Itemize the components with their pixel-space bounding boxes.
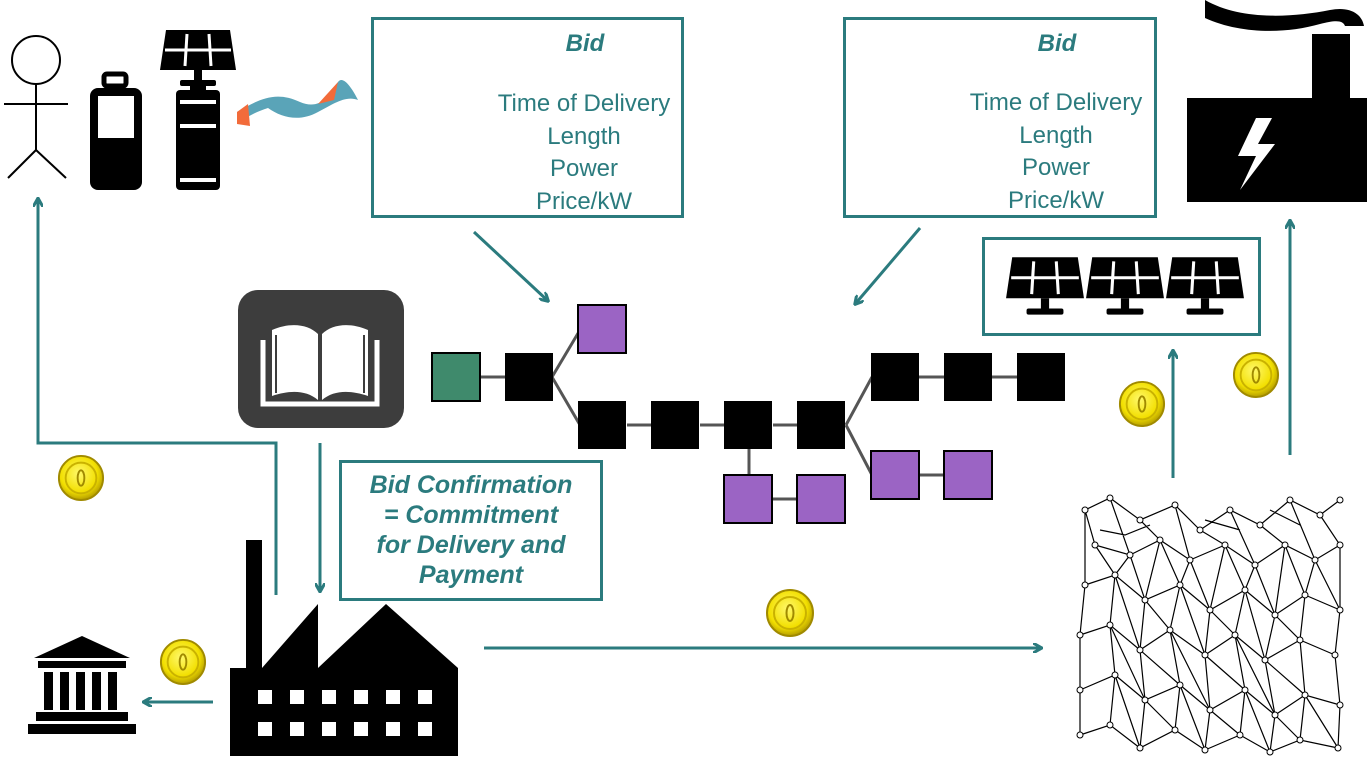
blockchain (431, 304, 1065, 524)
person-icon (4, 35, 68, 179)
bid-confirmation-text: Bid Confirmation = Commitment for Delive… (345, 470, 597, 590)
fork-block (723, 474, 773, 524)
chain-block (1017, 353, 1065, 401)
fork-block (577, 304, 627, 354)
solar-panel-icon (1084, 255, 1166, 317)
factory-icon (230, 540, 458, 756)
flow-arrows (38, 200, 1290, 702)
bid-field-length-right: Length (1019, 122, 1093, 149)
chain-block (578, 401, 626, 449)
bid-field-length-left: Length (547, 123, 621, 150)
genesis-block (431, 352, 481, 402)
chain-block (724, 401, 772, 449)
bid-title-right: Bid (1037, 30, 1077, 57)
bid-field-price-left: Price/kW (536, 188, 632, 215)
solar-panel-icon (1164, 255, 1246, 317)
solar-panel-icon (1004, 255, 1086, 317)
fork-block (870, 450, 920, 500)
arrow-bid-left-to-chain (472, 230, 547, 300)
chain-block (944, 353, 992, 401)
bid-field-price-right: Price/kW (1008, 187, 1104, 214)
chain-block (871, 353, 919, 401)
power-plant-icon (1187, 0, 1367, 202)
coin-icon (1118, 380, 1166, 428)
bid-box-left (371, 17, 684, 218)
bid-box-right (843, 17, 1157, 218)
solar-panel-row (1004, 255, 1246, 317)
chain-block (651, 401, 699, 449)
fork-block (943, 450, 993, 500)
confirmation-line-1: Bid Confirmation (369, 471, 573, 499)
wave-icon (237, 80, 358, 126)
fork-block (796, 474, 846, 524)
battery-icon (90, 71, 142, 190)
chain-block (505, 353, 553, 401)
bid-field-time-left: Time of Delivery (497, 90, 671, 117)
arrow-factory-to-consumer (38, 200, 278, 595)
bid-title-left: Bid (565, 30, 605, 57)
chain-block (797, 401, 845, 449)
coin-icon (159, 638, 207, 686)
coin-icon (1232, 351, 1280, 399)
coin-icon (57, 454, 105, 502)
confirmation-line-2: = Commitment (383, 501, 559, 529)
solar-battery-icon (158, 28, 238, 190)
bid-field-power-right: Power (1021, 154, 1091, 181)
bid-field-time-right: Time of Delivery (969, 89, 1143, 116)
network-grid-icon (1076, 494, 1344, 756)
confirmation-line-3: for Delivery and (376, 531, 566, 559)
ledger-book-icon (238, 290, 404, 428)
arrow-bid-right-to-chain (856, 227, 922, 303)
confirmation-line-4: Payment (418, 561, 524, 589)
bid-field-power-left: Power (549, 155, 619, 182)
bid-confirmation-box (339, 460, 603, 601)
bank-icon (28, 636, 136, 734)
coin-icon (766, 589, 814, 637)
